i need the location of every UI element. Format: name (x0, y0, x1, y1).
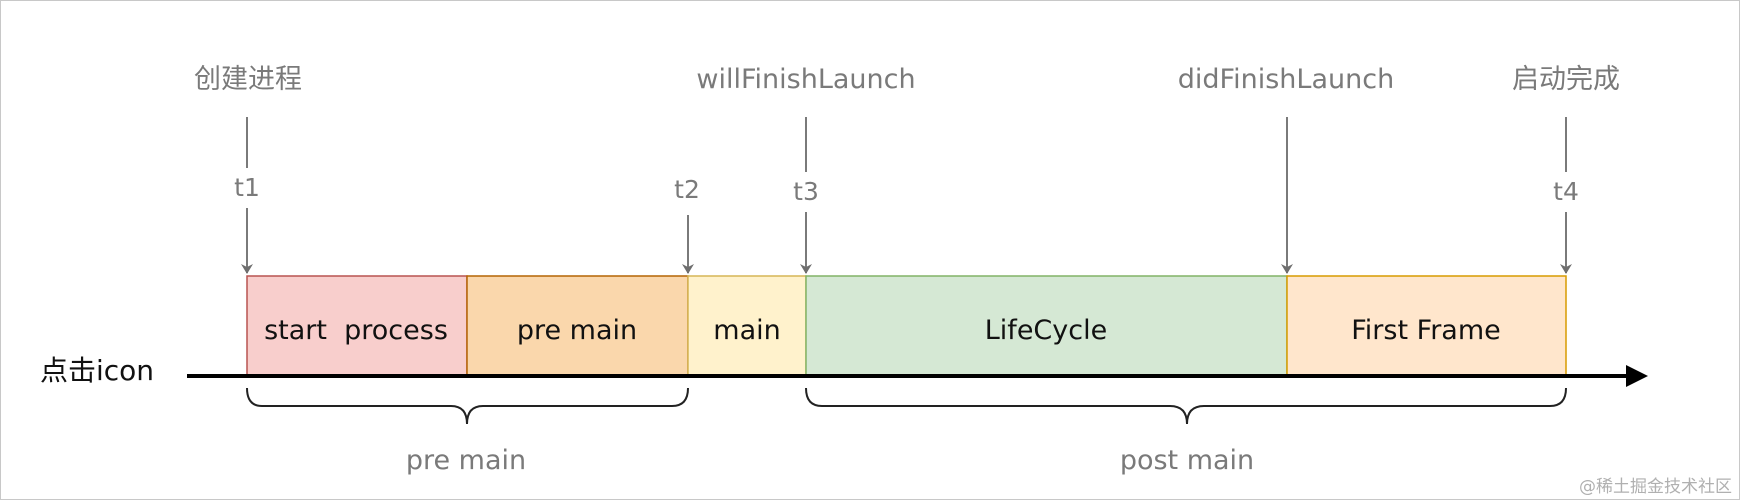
time-mark-t1: t1 (234, 173, 260, 202)
phase-box-first-frame (1286, 275, 1567, 377)
event-label-create-process: 创建进程 (194, 64, 302, 95)
phase-label-main: main (713, 315, 780, 346)
timeline-axis-arrowhead (1626, 365, 1648, 387)
axis-start-label: 点击icon (40, 354, 154, 387)
phase-label-lifecycle: LifeCycle (985, 315, 1107, 346)
phase-label-first-frame: First Frame (1351, 315, 1501, 346)
event-label-did-finish-launch: didFinishLaunch (1178, 64, 1394, 95)
brace-post-main (805, 387, 1567, 425)
phase-box-main (687, 275, 807, 377)
event-label-will-finish-launch: willFinishLaunch (696, 64, 915, 95)
phase-label-pre-main: pre main (517, 315, 637, 346)
phase-box-lifecycle (805, 275, 1288, 377)
time-mark-t3: t3 (793, 177, 819, 206)
brace-pre-main (246, 387, 689, 425)
group-label-post-main: post main (1120, 445, 1254, 476)
phase-box-pre-main (466, 275, 689, 377)
event-label-launch-complete: 启动完成 (1512, 64, 1620, 95)
group-label-pre-main: pre main (406, 445, 526, 476)
watermark: @稀土掘金技术社区 (1579, 477, 1732, 497)
time-mark-t2: t2 (674, 175, 700, 204)
time-mark-t4: t4 (1553, 177, 1579, 206)
phase-label-start-process: start process (264, 315, 448, 346)
